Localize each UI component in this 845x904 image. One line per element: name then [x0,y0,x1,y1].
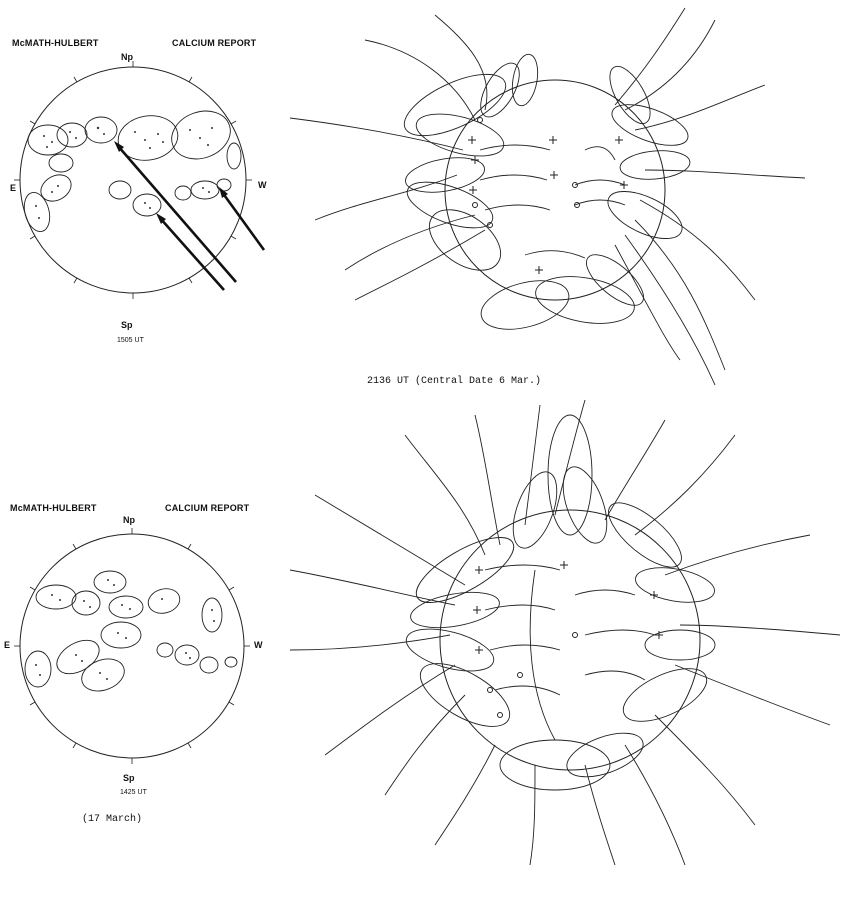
bottom-right-header: CALCIUM REPORT [165,503,250,513]
bottom-date-caption: (17 March) [82,813,142,825]
top-calcium-report: McMATH-HULBERT CALCIUM REPORT Np E W Sp … [0,0,270,360]
top-west-label: W [258,180,267,190]
bottom-closed-loops [402,415,717,790]
top-left-header: McMATH-HULBERT [12,38,99,48]
top-east-label: E [10,183,16,193]
bottom-west-label: W [254,640,263,650]
bottom-open-field-lines [290,400,840,865]
top-interior-arcs [480,145,625,258]
top-pointer-arrows [118,146,264,290]
top-solar-disk [14,61,264,299]
bottom-solar-disk [14,528,250,764]
top-field-model: 2136 UT (Central Date 6 Mar.) [285,0,845,395]
bottom-polarity-markers [473,561,663,718]
bottom-south-label: Sp [123,773,135,783]
bottom-field-model [285,395,845,904]
top-limb-ticks [14,61,252,299]
bottom-interior-arcs [485,565,655,740]
top-open-field-lines [290,8,805,385]
bottom-time-label: 1425 UT [120,789,148,796]
top-model-disk [445,80,665,300]
bottom-east-label: E [4,640,10,650]
bottom-north-label: Np [123,515,135,525]
bottom-calcium-report: McMATH-HULBERT CALCIUM REPORT Np E W Sp … [0,495,270,835]
top-south-label: Sp [121,320,133,330]
bottom-plage-regions [25,571,237,697]
top-closed-loops [396,52,693,338]
top-plage-stipple [35,127,213,219]
top-time-label: 1505 UT [117,337,145,344]
top-field-caption: 2136 UT (Central Date 6 Mar.) [367,375,541,387]
top-north-label: Np [121,52,133,62]
top-plage-regions [20,103,241,234]
bottom-left-header: McMATH-HULBERT [10,503,97,513]
top-right-header: CALCIUM REPORT [172,38,257,48]
bottom-model-disk [440,510,700,770]
